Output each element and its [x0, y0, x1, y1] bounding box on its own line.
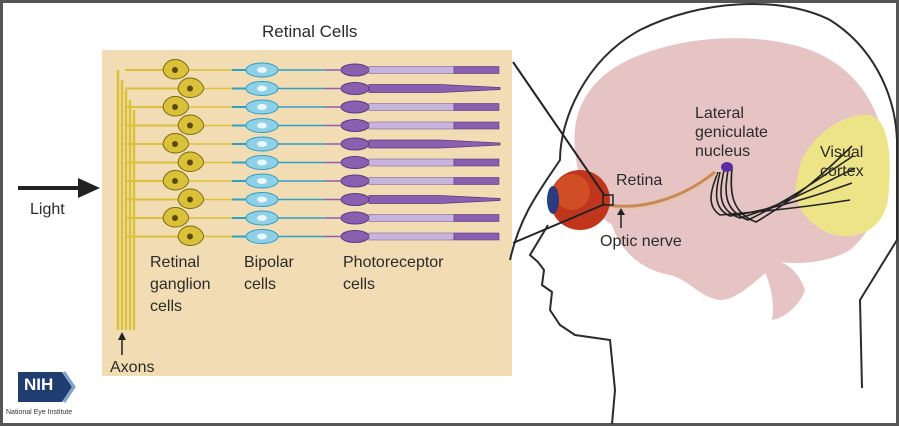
photoreceptor-body	[340, 156, 370, 169]
rod-inner-segment	[368, 158, 455, 167]
head-outline	[509, 3, 898, 389]
bipolar-nucleus	[257, 233, 267, 240]
visual-cortex	[795, 114, 890, 237]
rod-inner-segment	[368, 232, 455, 241]
optic-nerve	[607, 170, 716, 208]
bipolar-nucleus	[257, 178, 267, 184]
photoreceptor-body	[340, 137, 370, 151]
rod-outer-segment	[453, 177, 500, 185]
ganglion-nucleus	[172, 67, 178, 73]
cone-outer-segment	[368, 195, 501, 204]
photoreceptor-body	[340, 211, 370, 225]
rod-outer-segment	[453, 214, 500, 222]
photoreceptor-body	[340, 174, 370, 188]
ganglion-nucleus	[172, 141, 178, 147]
rod-inner-segment	[368, 177, 455, 185]
axons-label: Axons	[110, 359, 155, 376]
face-profile	[528, 224, 617, 425]
ganglion-nucleus	[172, 104, 178, 110]
optic-radiations	[710, 145, 856, 223]
ganglion-label: Retinal ganglion cells	[150, 254, 211, 315]
lgn-label: Lateral geniculate nucleus	[695, 105, 768, 160]
zoom-line-bottom	[512, 203, 606, 244]
rod-outer-segment	[453, 121, 500, 130]
bipolar-nucleus	[257, 141, 267, 147]
bipolar-label: Bipolar cells	[244, 254, 294, 293]
rod-inner-segment	[368, 103, 455, 111]
ganglion-nucleus	[172, 215, 178, 221]
bipolar-nucleus	[257, 159, 267, 166]
photoreceptor-body	[340, 230, 370, 243]
photoreceptor-body	[340, 63, 370, 77]
ganglion-nucleus	[187, 122, 193, 129]
rod-outer-segment	[453, 103, 500, 111]
zoom-line-top	[512, 61, 606, 197]
photoreceptor-body	[340, 82, 370, 95]
photoreceptor-body	[340, 100, 370, 114]
rod-inner-segment	[368, 66, 455, 74]
photoreceptor-label: Photoreceptor cells	[343, 254, 444, 293]
rod-inner-segment	[368, 214, 455, 222]
bipolar-nucleus	[257, 67, 267, 73]
retina-box	[602, 194, 614, 206]
nih-logo-caption: National Eye Institute	[6, 409, 73, 416]
bipolar-nucleus	[257, 215, 267, 221]
nih-logo-text: NIH	[24, 375, 54, 394]
diagram-title: Retinal Cells	[262, 22, 358, 41]
brainstem	[760, 262, 805, 320]
light-arrow-head	[78, 178, 100, 198]
visual-cortex-label: Visual cortex	[820, 144, 864, 180]
cone-outer-segment	[368, 84, 501, 93]
cone-outer-segment	[368, 139, 501, 149]
photoreceptor-body	[340, 193, 370, 206]
rod-inner-segment	[368, 121, 455, 130]
retina-label: Retina	[616, 172, 663, 189]
ganglion-nucleus	[187, 159, 193, 166]
optic-nerve-label: Optic nerve	[600, 233, 682, 250]
eye-lens	[547, 186, 559, 214]
rod-outer-segment	[453, 158, 500, 167]
bipolar-nucleus	[257, 85, 267, 92]
rod-outer-segment	[453, 232, 500, 241]
retinal-cell-layers	[116, 59, 501, 330]
light-label: Light	[30, 201, 65, 218]
photoreceptor-body	[340, 119, 370, 132]
ganglion-nucleus	[187, 233, 193, 240]
retinal-panel	[102, 50, 512, 376]
ganglion-nucleus	[187, 196, 193, 203]
rod-outer-segment	[453, 66, 500, 74]
bipolar-nucleus	[257, 196, 267, 203]
nih-logo-shape	[18, 372, 72, 402]
bipolar-nucleus	[257, 104, 267, 110]
bipolar-nucleus	[257, 122, 267, 129]
ganglion-nucleus	[187, 85, 193, 92]
ganglion-nucleus	[172, 178, 178, 184]
lgn-dot	[721, 162, 733, 172]
